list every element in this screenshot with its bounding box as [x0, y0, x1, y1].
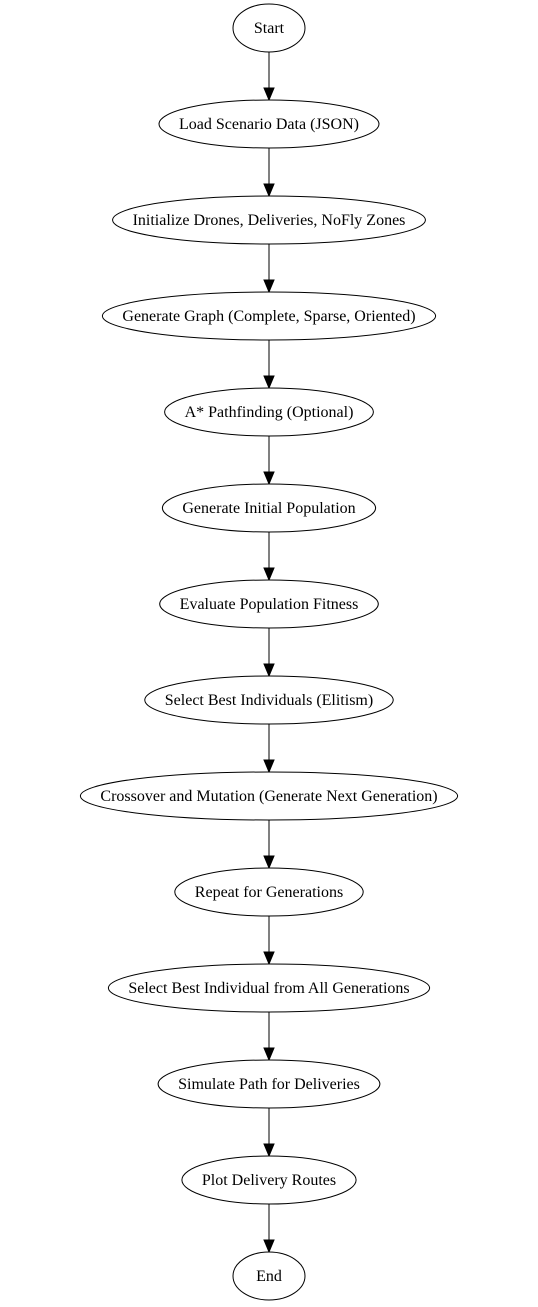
node-end: End — [232, 1251, 306, 1301]
node-repeat: Repeat for Generations — [174, 867, 364, 917]
node-population: Generate Initial Population — [161, 483, 377, 533]
arrowhead-fitness-to-select — [263, 663, 275, 678]
node-start-label: Start — [254, 20, 285, 37]
node-simulate-label: Simulate Path for Deliveries — [178, 1076, 360, 1093]
arrowhead-plot-to-end — [263, 1239, 275, 1254]
node-repeat-label: Repeat for Generations — [195, 884, 343, 901]
arrowhead-init-to-graph — [263, 279, 275, 294]
node-crossover-label: Crossover and Mutation (Generate Next Ge… — [100, 788, 437, 805]
node-graph: Generate Graph (Complete, Sparse, Orient… — [101, 291, 437, 341]
node-best: Select Best Individual from All Generati… — [107, 963, 431, 1013]
node-crossover: Crossover and Mutation (Generate Next Ge… — [79, 771, 459, 821]
node-population-label: Generate Initial Population — [182, 500, 355, 517]
node-population-shape — [161, 483, 377, 533]
arrowhead-crossover-to-repeat — [263, 855, 275, 870]
node-end-shape — [232, 1251, 306, 1301]
node-load-label: Load Scenario Data (JSON) — [179, 116, 359, 133]
node-astar-label: A* Pathfinding (Optional) — [185, 404, 354, 421]
node-init: Initialize Drones, Deliveries, NoFly Zon… — [112, 195, 426, 245]
node-plot-shape — [181, 1155, 357, 1205]
node-end-label: End — [256, 1268, 282, 1285]
node-start: Start — [232, 3, 306, 53]
arrowhead-repeat-to-best — [263, 951, 275, 966]
arrowhead-load-to-init — [263, 183, 275, 198]
node-select: Select Best Individuals (Elitism) — [144, 675, 394, 725]
node-select-shape — [144, 675, 394, 725]
flowchart-edges — [263, 52, 275, 1254]
node-best-label: Select Best Individual from All Generati… — [128, 980, 409, 997]
arrowhead-astar-to-population — [263, 471, 275, 486]
node-load-shape — [158, 99, 380, 149]
node-astar: A* Pathfinding (Optional) — [164, 387, 374, 437]
node-plot-label: Plot Delivery Routes — [202, 1172, 336, 1189]
arrowhead-population-to-fitness — [263, 567, 275, 582]
node-graph-label: Generate Graph (Complete, Sparse, Orient… — [122, 308, 415, 325]
node-select-label: Select Best Individuals (Elitism) — [165, 692, 373, 709]
node-astar-shape — [164, 387, 374, 437]
arrowhead-simulate-to-plot — [263, 1143, 275, 1158]
node-fitness: Evaluate Population Fitness — [159, 579, 379, 629]
node-start-shape — [232, 3, 306, 53]
node-fitness-label: Evaluate Population Fitness — [180, 596, 359, 613]
node-plot: Plot Delivery Routes — [181, 1155, 357, 1205]
arrowhead-select-to-crossover — [263, 759, 275, 774]
arrowhead-best-to-simulate — [263, 1047, 275, 1062]
arrowhead-graph-to-astar — [263, 375, 275, 390]
node-best-shape — [107, 963, 431, 1013]
node-repeat-shape — [174, 867, 364, 917]
node-fitness-shape — [159, 579, 379, 629]
node-init-shape — [112, 195, 426, 245]
node-crossover-shape — [79, 771, 459, 821]
arrowhead-start-to-load — [263, 87, 275, 102]
node-load: Load Scenario Data (JSON) — [158, 99, 380, 149]
node-init-label: Initialize Drones, Deliveries, NoFly Zon… — [133, 212, 406, 229]
node-graph-shape — [101, 291, 437, 341]
node-simulate-shape — [157, 1059, 381, 1109]
node-simulate: Simulate Path for Deliveries — [157, 1059, 381, 1109]
